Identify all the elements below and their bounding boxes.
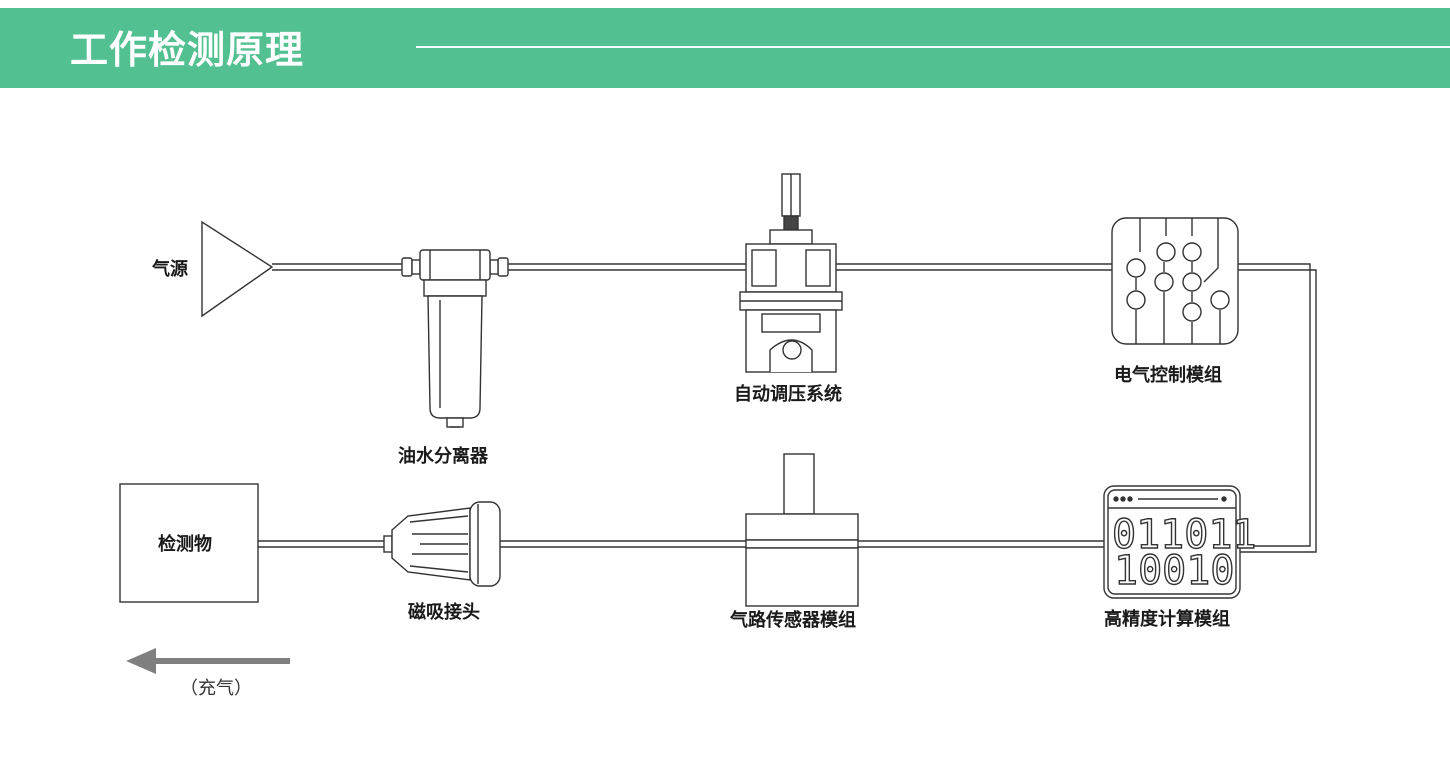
label-air-path-sensor-module: 气路传感器模组 bbox=[729, 609, 856, 631]
label-magnetic-connector: 磁吸接头 bbox=[408, 601, 480, 623]
binary-line-1: 011011 bbox=[1112, 512, 1257, 558]
test-object-box bbox=[119, 483, 259, 603]
bottom-pipe bbox=[258, 540, 1104, 548]
binary-line-2: 10010 bbox=[1114, 548, 1234, 594]
flow-direction-arrow-icon bbox=[126, 648, 290, 674]
label-electric-control-module: 电气控制模组 bbox=[1114, 364, 1222, 386]
auto-pressure-regulator-icon bbox=[739, 173, 843, 373]
air-path-sensor-icon bbox=[745, 453, 859, 607]
label-test-object: 检测物 bbox=[158, 533, 212, 555]
label-air-source: 气源 bbox=[151, 258, 188, 280]
header-divider-line bbox=[416, 46, 1450, 48]
label-high-precision-compute-module: 高精度计算模组 bbox=[1104, 608, 1230, 630]
magnetic-connector-icon bbox=[383, 501, 501, 587]
page-title: 工作检测原理 bbox=[70, 28, 305, 72]
header-bar: 工作检测原理 bbox=[0, 8, 1450, 88]
label-auto-pressure-regulator: 自动调压系统 bbox=[734, 383, 842, 405]
label-oil-water-separator: 油水分离器 bbox=[398, 445, 489, 467]
top-pipe bbox=[272, 263, 1112, 271]
label-flow-direction: （充气） bbox=[180, 678, 252, 699]
air-source-funnel-icon bbox=[201, 220, 274, 318]
right-pipe bbox=[1238, 263, 1317, 553]
computing-window-icon bbox=[1103, 485, 1241, 599]
oil-water-separator-icon bbox=[401, 249, 509, 428]
circuit-board-icon bbox=[1111, 217, 1239, 345]
